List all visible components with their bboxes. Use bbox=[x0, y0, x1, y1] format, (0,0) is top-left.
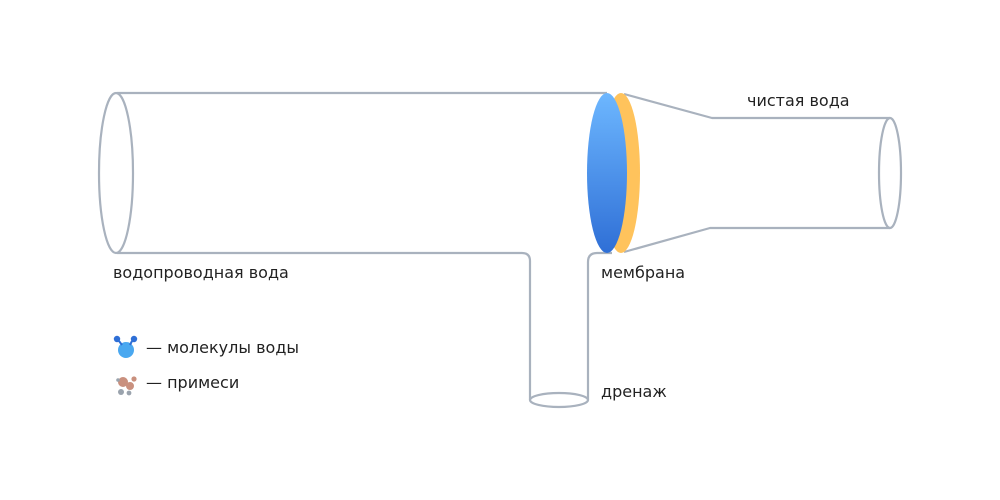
drain-pipe-right-wall bbox=[586, 251, 612, 400]
impurity-particle-icon bbox=[116, 376, 137, 396]
outlet-pipe-bottom bbox=[623, 226, 890, 254]
membrane bbox=[587, 93, 640, 253]
outlet-pipe-top bbox=[623, 92, 890, 120]
drain-opening bbox=[528, 391, 590, 409]
inlet-opening bbox=[97, 91, 135, 255]
inlet-pipe-bottom bbox=[117, 251, 532, 400]
clean-water-label: чистая вода bbox=[747, 91, 850, 110]
outlet-opening bbox=[877, 116, 903, 230]
tap-water-label: водопроводная вода bbox=[113, 263, 289, 282]
drain-label: дренаж bbox=[601, 382, 667, 401]
legend-impurities: — примеси bbox=[146, 373, 240, 392]
membrane-label: мембрана bbox=[601, 263, 686, 282]
water-molecule-icon bbox=[113, 335, 138, 358]
membrane-face bbox=[587, 93, 627, 253]
legend-water-molecules: — молекулы воды bbox=[146, 338, 300, 357]
